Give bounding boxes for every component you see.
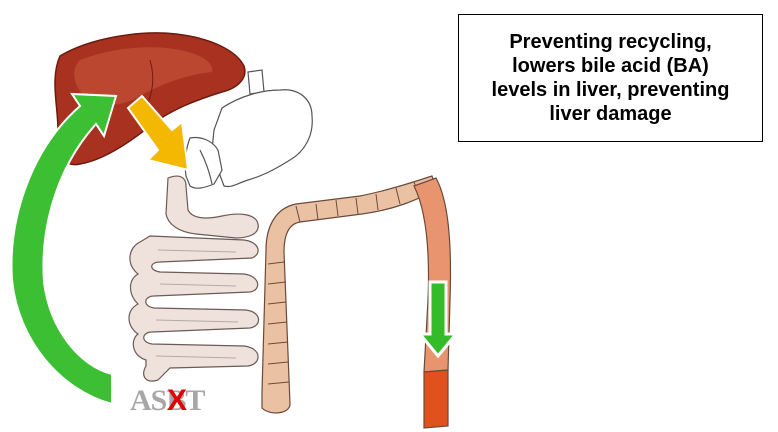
caption-text: Preventing recycling, lowers bile acid (…	[492, 30, 730, 126]
blocked-x-mark: X	[167, 384, 187, 418]
colon-icon	[262, 176, 450, 428]
caption-line-1: Preventing recycling,	[492, 30, 730, 54]
small-intestine-icon	[129, 176, 259, 381]
caption-line-3: levels in liver, preventing	[492, 78, 730, 102]
caption-line-2: lowers bile acid (BA)	[492, 54, 730, 78]
caption-line-4: liver damage	[492, 102, 730, 126]
caption-box: Preventing recycling, lowers bile acid (…	[458, 14, 763, 142]
